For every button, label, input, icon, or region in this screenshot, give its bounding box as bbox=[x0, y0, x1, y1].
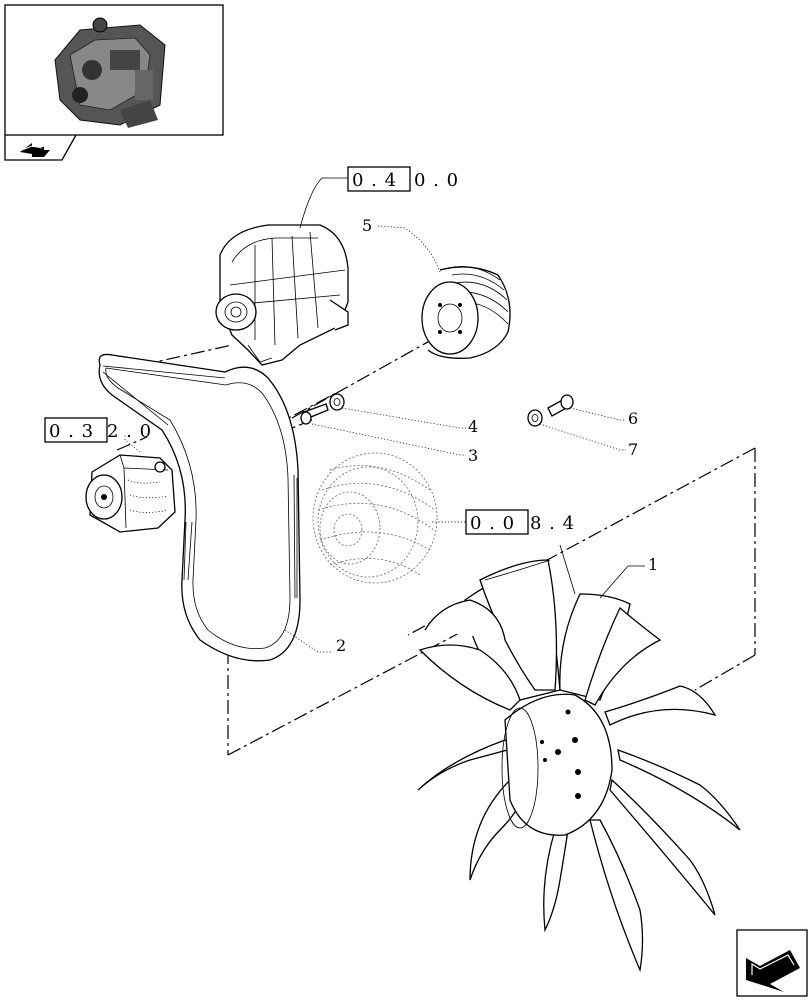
fan-blade bbox=[543, 829, 569, 933]
thumbnail-frame bbox=[4, 4, 224, 136]
tensioner-ref-boxed: 0 . 3 bbox=[49, 421, 94, 442]
callout-2: 2 bbox=[336, 636, 346, 655]
engine-thumbnail-icon bbox=[54, 17, 166, 128]
phantom-line-bottom bbox=[227, 621, 481, 756]
fan-blade bbox=[479, 559, 558, 691]
phantom-line-right-bottom bbox=[694, 654, 756, 691]
fan-leader bbox=[599, 565, 645, 599]
belt-leader bbox=[284, 629, 333, 653]
fan-blade bbox=[604, 685, 717, 726]
fan-hub bbox=[504, 693, 613, 836]
damper-ref-boxed: 0 . 0 bbox=[470, 513, 515, 534]
alternator-reference: 0 . 4 0 . 0 bbox=[347, 166, 459, 192]
washer-fan[interactable] bbox=[527, 409, 543, 427]
tensioner-axis bbox=[116, 436, 148, 451]
pulley-leader bbox=[377, 225, 441, 273]
engine-thumbnail[interactable] bbox=[4, 4, 224, 161]
alternator-ref-boxed: 0 . 4 bbox=[352, 170, 397, 191]
screw-fan[interactable] bbox=[547, 394, 574, 417]
alternator-ref-rest: 0 . 0 bbox=[414, 170, 459, 191]
washer-pulley[interactable] bbox=[329, 393, 345, 411]
fan-blade bbox=[417, 739, 517, 791]
alternator-axis bbox=[141, 344, 233, 366]
fan-blade-edge bbox=[424, 599, 506, 641]
next-arrow-icon bbox=[746, 950, 800, 992]
callout-1: 1 bbox=[648, 555, 658, 574]
tensioner-reference: 0 . 3 2 . 0 bbox=[44, 417, 152, 443]
tensioner-leader bbox=[124, 434, 141, 453]
fan-blade bbox=[584, 606, 662, 706]
tensioner[interactable] bbox=[85, 454, 176, 533]
screw-pulley-leader bbox=[311, 423, 466, 456]
screw-pulley[interactable] bbox=[300, 403, 329, 425]
damper-reference: 0 . 0 8 . 4 bbox=[465, 509, 575, 535]
thumbnail-tab bbox=[4, 134, 77, 161]
alternator-leader bbox=[299, 177, 348, 229]
fan-blade bbox=[609, 778, 716, 916]
screw-fan-leader bbox=[569, 407, 626, 421]
fan-blade bbox=[589, 819, 644, 973]
pulley-axis bbox=[291, 337, 436, 419]
callout-3: 3 bbox=[468, 446, 478, 465]
damper-ref-rest: 8 . 4 bbox=[530, 513, 575, 534]
next-page-button[interactable] bbox=[736, 929, 808, 997]
callout-6: 6 bbox=[628, 409, 638, 428]
damper bbox=[312, 452, 438, 584]
back-arrow-icon bbox=[20, 143, 50, 157]
tensioner-ref-rest: 2 . 0 bbox=[107, 421, 152, 442]
fan-blade bbox=[418, 644, 521, 711]
fan-blade bbox=[617, 749, 741, 831]
callout-7: 7 bbox=[628, 440, 638, 459]
fan[interactable] bbox=[417, 544, 741, 973]
belt[interactable] bbox=[98, 353, 301, 662]
pulley[interactable] bbox=[421, 266, 511, 359]
callout-5: 5 bbox=[362, 216, 372, 235]
callout-4: 4 bbox=[468, 417, 478, 436]
alternator[interactable] bbox=[215, 224, 349, 366]
washer-pulley-leader bbox=[341, 407, 466, 429]
washer-fan-leader bbox=[539, 423, 626, 451]
